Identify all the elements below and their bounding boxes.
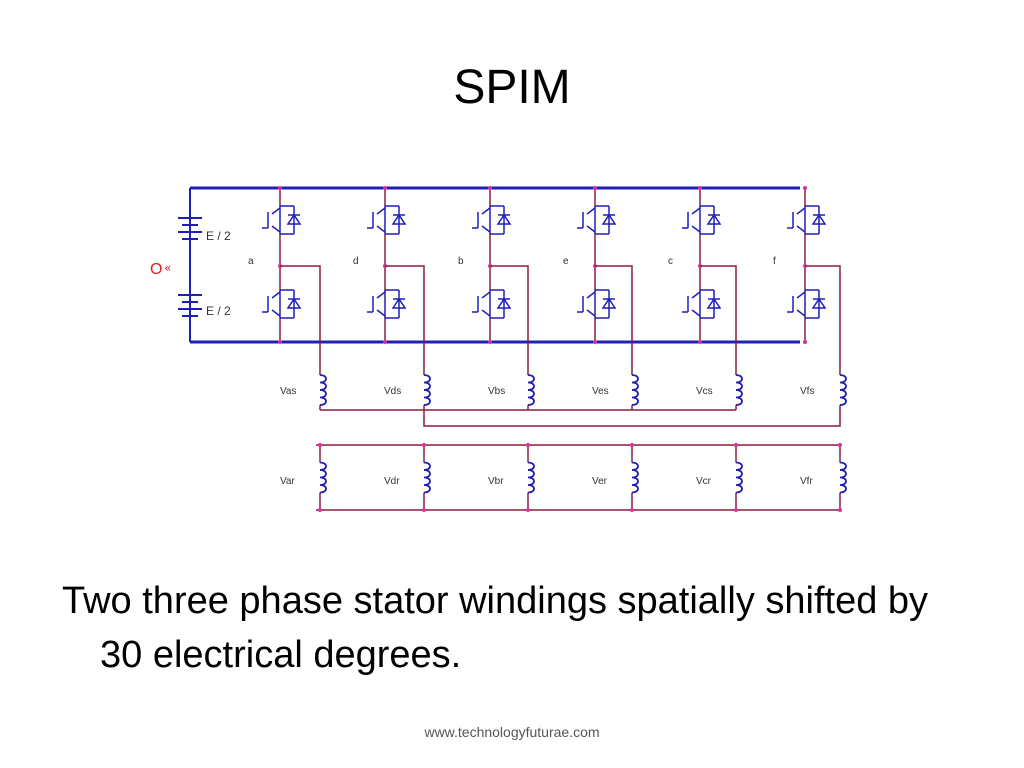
- rotor-winding-ver: [631, 445, 639, 510]
- stator-winding-vds: [423, 370, 431, 410]
- stator-winding-vfs: [839, 370, 847, 410]
- stator-neutral-2: [423, 410, 841, 427]
- rotor-label-ver: Ver: [592, 476, 608, 487]
- bus-node: [803, 186, 807, 190]
- bus-node: [698, 186, 702, 190]
- phase-output-wire: [805, 265, 841, 370]
- rotor-node: [318, 508, 322, 512]
- battery-bottom-label: E / 2: [206, 304, 231, 318]
- stator-label-vas: Vas: [280, 386, 297, 397]
- bus-node: [488, 340, 492, 344]
- stator-winding-vbs: [527, 370, 535, 410]
- rotor-node: [526, 508, 530, 512]
- battery-top: E / 2: [178, 217, 231, 243]
- rotor-node: [734, 443, 738, 447]
- bus-node: [383, 186, 387, 190]
- leg-label-e: e: [563, 256, 569, 267]
- leg-label-d: d: [353, 256, 359, 267]
- igbt-lower-e: [577, 289, 617, 319]
- bus-node: [383, 340, 387, 344]
- rotor-node: [526, 443, 530, 447]
- rotor-winding-vfr: [839, 445, 847, 510]
- leg-label-c: c: [668, 256, 673, 267]
- rotor-node: [734, 508, 738, 512]
- slide-title: SPIM: [453, 61, 571, 114]
- stator-label-vcs: Vcs: [696, 386, 713, 397]
- stator-winding-vas: [319, 370, 327, 410]
- leg-label-b: b: [458, 256, 464, 267]
- bus-node: [278, 186, 282, 190]
- rotor-winding-vbr: [527, 445, 535, 510]
- rotor-label-var: Var: [280, 476, 295, 487]
- stator-label-ves: Ves: [592, 386, 609, 397]
- rotor-label-vbr: Vbr: [488, 476, 504, 487]
- phase-output-wire: [280, 265, 321, 370]
- footer-url: www.technologyfuturae.com: [424, 724, 600, 740]
- bus-node: [698, 340, 702, 344]
- rotor-windings: Var Vdr Vbr Ver Vcr Vfr: [280, 443, 847, 512]
- phase-output-wire: [385, 265, 425, 370]
- stator-label-vfs: Vfs: [800, 386, 814, 397]
- stator-winding-ves: [631, 370, 639, 410]
- igbt-lower-a: [262, 289, 302, 319]
- igbt-upper-c: [682, 205, 722, 235]
- rotor-label-vfr: Vfr: [800, 476, 813, 487]
- igbt-lower-c: [682, 289, 722, 319]
- igbt-upper-e: [577, 205, 617, 235]
- rotor-node: [422, 508, 426, 512]
- rotor-winding-vcr: [735, 445, 743, 510]
- igbt-lower-d: [367, 289, 407, 319]
- bus-node: [803, 340, 807, 344]
- bus-node: [278, 340, 282, 344]
- igbt-upper-f: [787, 205, 827, 235]
- stator-windings: Vas Vds Vbs Ves Vcs Vfs: [280, 370, 847, 427]
- rotor-winding-var: [319, 445, 327, 510]
- rotor-node: [318, 443, 322, 447]
- rotor-label-vcr: Vcr: [696, 476, 712, 487]
- midpoint-arrow-icon: «: [164, 261, 171, 275]
- igbt-upper-a: [262, 205, 302, 235]
- stator-label-vbs: Vbs: [488, 386, 505, 397]
- phase-output-wire: [595, 265, 633, 370]
- stator-label-vds: Vds: [384, 386, 401, 397]
- rotor-node: [422, 443, 426, 447]
- igbt-lower-f: [787, 289, 827, 319]
- midpoint-label: O: [150, 261, 162, 278]
- leg-label-f: f: [773, 256, 776, 267]
- phase-output-wire: [490, 265, 529, 370]
- bus-node: [593, 186, 597, 190]
- rotor-node: [630, 443, 634, 447]
- body-text: Two three phase stator windings spatiall…: [62, 580, 929, 676]
- stator-winding-vcs: [735, 370, 743, 410]
- rotor-node: [838, 443, 842, 447]
- igbt-lower-b: [472, 289, 512, 319]
- battery-top-label: E / 2: [206, 229, 231, 243]
- battery-bottom: E / 2: [178, 294, 231, 318]
- leg-label-a: a: [248, 256, 254, 267]
- phase-output-wire: [700, 265, 737, 370]
- bus-node: [488, 186, 492, 190]
- igbt-upper-d: [367, 205, 407, 235]
- rotor-node: [838, 508, 842, 512]
- igbt-upper-b: [472, 205, 512, 235]
- rotor-node: [630, 508, 634, 512]
- bus-node: [593, 340, 597, 344]
- rotor-winding-vdr: [423, 445, 431, 510]
- rotor-label-vdr: Vdr: [384, 476, 400, 487]
